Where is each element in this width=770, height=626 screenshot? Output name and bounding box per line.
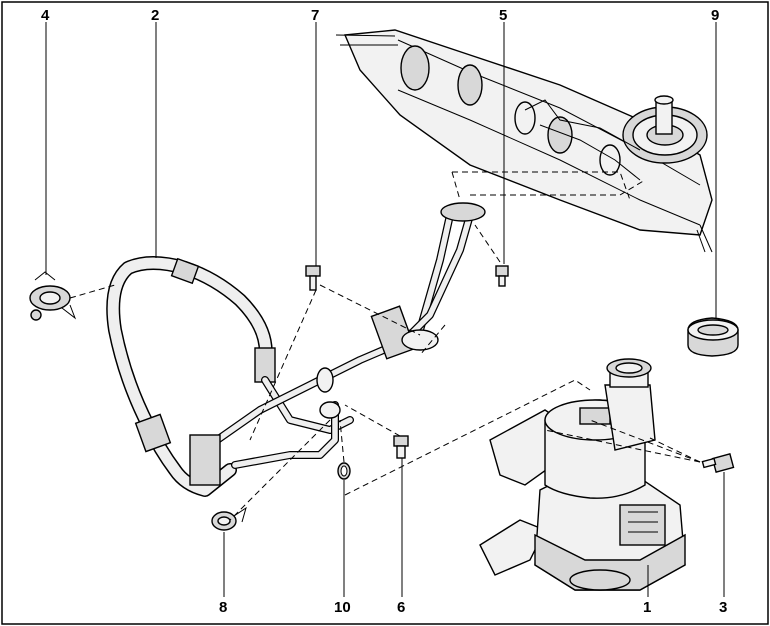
bolt-3	[701, 453, 735, 473]
bolt-5	[495, 265, 509, 287]
callout-9: 9	[711, 7, 719, 24]
callout-6: 6	[397, 599, 405, 616]
bolt-6	[393, 435, 409, 459]
callout-4: 4	[41, 7, 50, 24]
steering-rack	[335, 29, 713, 253]
o-ring	[337, 462, 351, 480]
hose-clamp	[211, 506, 247, 531]
high-pressure-hose	[106, 202, 486, 497]
callout-5: 5	[499, 7, 507, 24]
callout-8: 8	[219, 599, 227, 616]
callout-10: 10	[334, 599, 351, 616]
steering-boot	[622, 95, 708, 164]
callout-1: 1	[643, 599, 651, 616]
callouts: 4 2 7 5 9 8 10 6 1 3	[41, 7, 727, 616]
hose-clip	[29, 271, 77, 321]
assembly-lines	[69, 171, 701, 521]
callout-7: 7	[311, 7, 319, 24]
callout-3: 3	[719, 599, 727, 616]
callout-2: 2	[151, 7, 159, 24]
pump-assembly	[479, 358, 686, 591]
reservoir-cap	[687, 317, 739, 357]
bolt-7	[305, 265, 321, 291]
